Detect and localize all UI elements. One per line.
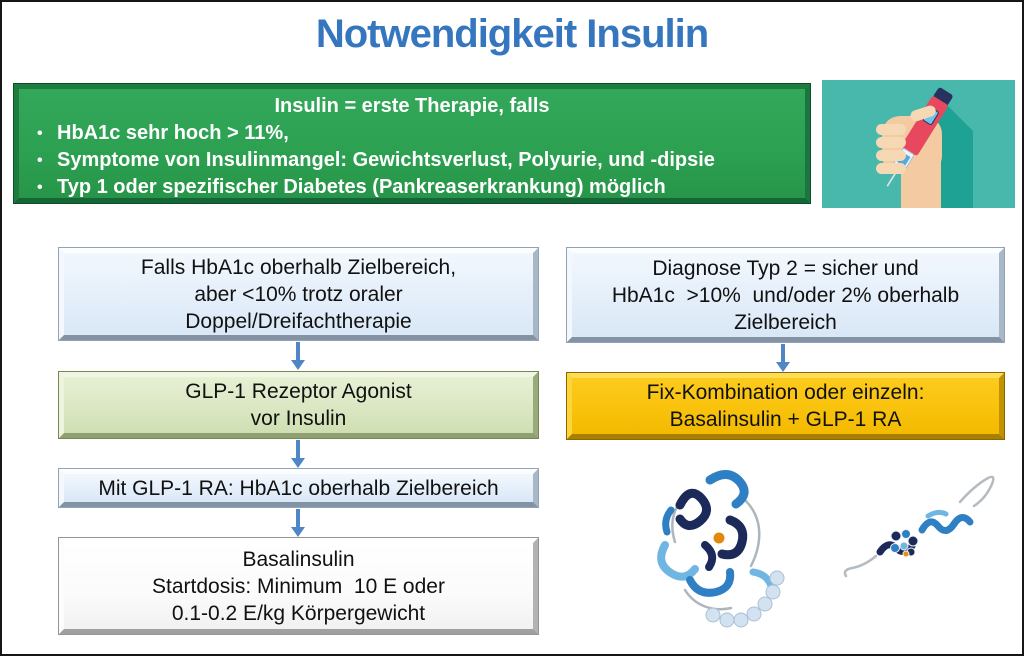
box-line: Zielbereich xyxy=(734,310,837,334)
box-line: HbA1c >10% und/oder 2% oberhalb xyxy=(611,283,960,307)
flow-box-with-glp1-above-target: Mit GLP-1 RA: HbA1c oberhalb Zielbereich xyxy=(58,468,539,508)
flow-box-glp1-before-insulin: GLP-1 Rezeptor Agonist vor Insulin xyxy=(58,371,539,439)
panel-heading: Insulin = erste Therapie, falls xyxy=(274,95,550,117)
box-line: 0.1-0.2 E/kg Körpergewicht xyxy=(171,601,426,625)
flow-box-diagnose-typ2: Diagnose Typ 2 = sicher und HbA1c >10% u… xyxy=(566,247,1005,343)
box-line: vor Insulin xyxy=(250,407,347,430)
bullet-text: HbA1c sehr hoch > 11%, xyxy=(57,122,289,144)
bullet-text: Typ 1 oder spezifischer Diabetes (Pankre… xyxy=(57,176,666,198)
insulin-monomer-structure-image xyxy=(843,475,995,578)
flow-arrow-down-icon xyxy=(291,342,305,370)
panel-bullet: • Symptome von Insulinmangel: Gewichtsve… xyxy=(27,147,797,174)
insulin-injection-illustration xyxy=(822,80,1015,208)
flow-arrow-down-icon xyxy=(291,440,305,468)
flow-box-hba1c-above-target: Falls HbA1c oberhalb Zielbereich, aber <… xyxy=(58,247,539,341)
flow-box-basalinsulin-startdose: Basalinsulin Startdosis: Minimum 10 E od… xyxy=(58,537,539,635)
flow-box-fix-kombination: Fix-Kombination oder einzeln: Basalinsul… xyxy=(566,372,1005,440)
box-line: Falls HbA1c oberhalb Zielbereich, xyxy=(140,255,457,279)
box-line: GLP-1 Rezeptor Agonist xyxy=(185,380,412,403)
box-line: Startdosis: Minimum 10 E oder xyxy=(152,574,445,598)
box-line: Basalinsulin xyxy=(242,547,355,571)
panel-bullet: • Typ 1 oder spezifischer Diabetes (Pank… xyxy=(27,174,797,201)
page-title: Notwendigkeit Insulin xyxy=(315,12,709,56)
box-line: Fix-Kombination oder einzeln: xyxy=(646,381,925,404)
box-line: aber <10% trotz oraler xyxy=(194,282,403,306)
panel-bullet: • HbA1c sehr hoch > 11%, xyxy=(27,120,797,147)
flow-arrow-down-icon xyxy=(291,509,305,537)
insulin-first-therapy-panel: Insulin = erste Therapie, falls • HbA1c … xyxy=(13,83,811,204)
flow-arrow-down-icon xyxy=(776,344,790,372)
box-line: Doppel/Dreifachtherapie xyxy=(185,309,412,333)
box-line: Diagnose Typ 2 = sicher und xyxy=(652,256,919,280)
box-line: Mit GLP-1 RA: HbA1c oberhalb Zielbereich xyxy=(98,476,499,500)
insulin-hexamer-structure-image xyxy=(657,470,785,628)
bullet-icon: • xyxy=(37,125,43,142)
bullet-text: Symptome von Insulinmangel: Gewichtsverl… xyxy=(57,149,715,171)
box-line: Basalinsulin + GLP-1 RA xyxy=(669,408,902,431)
bullet-icon: • xyxy=(37,152,43,169)
bullet-icon: • xyxy=(37,179,43,196)
